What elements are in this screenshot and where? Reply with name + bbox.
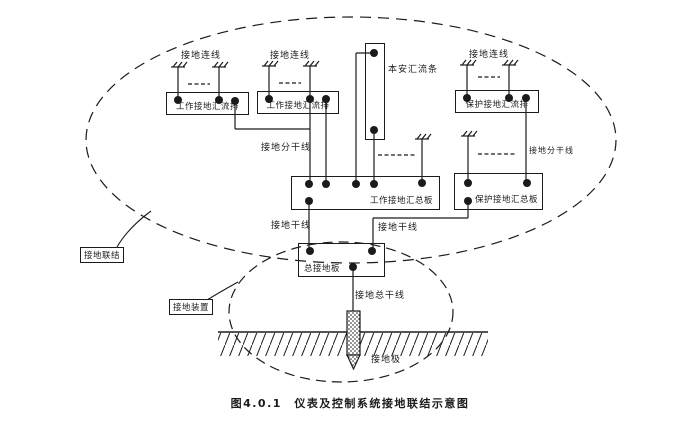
work-grounding-busbar-2: 工作接地汇流排 [257,91,339,114]
terminal-dots [174,49,531,271]
continuation-dashes [188,76,516,156]
bonding-leader-line [116,210,152,248]
main-grounding-board: 总接地板 [298,243,385,277]
branch-trunk-label-left: 接地分干线 [261,143,312,153]
protective-grounding-busbar: 保护接地汇流排 [455,90,539,113]
electrode-label: 接地极 [371,355,402,365]
grounding-device-tag: 接地装置 [169,299,214,315]
intrinsic-safety-busbar-label: 本安汇流条 [388,65,439,75]
ground-connection-wire-label-1: 接地连线 [181,51,222,61]
figure-caption: 图4.0.1 仪表及控制系统接地联结示意图 [230,397,470,410]
device-boundary-ellipse [228,241,454,383]
trunk-label-left: 接地干线 [271,221,312,231]
work-grounding-summary-board-label: 工作接地汇总板 [369,196,433,206]
protective-grounding-summary-board: 保护接地汇总板 [454,173,543,210]
main-trunk-label: 接地总干线 [355,291,406,301]
intrinsic-safety-busbar-box [365,43,385,140]
branch-trunk-label-right: 接地分干线 [529,146,574,155]
work-grounding-summary-board: 工作接地汇总板 [291,176,440,210]
tag-leader-lines [116,210,239,301]
main-grounding-board-label: 总接地板 [304,264,341,274]
ground-connection-wire-label-2: 接地连线 [270,51,311,61]
trunk-label-right: 接地干线 [378,223,419,233]
ground-connection-wire-label-3: 接地连线 [469,50,510,60]
protective-grounding-summary-board-label: 保护接地汇总板 [474,195,538,205]
bonding-boundary-ellipse [85,16,617,264]
ground-electrode-rod [346,310,361,371]
protective-grounding-busbar-label: 保护接地汇流排 [465,100,529,110]
grounding-bonding-tag: 接地联结 [80,247,125,263]
work-grounding-busbar-2-label: 工作接地汇流排 [266,101,330,111]
device-leader-line [206,281,239,301]
work-grounding-busbar-1-label: 工作接地汇流排 [175,102,239,112]
work-grounding-busbar-1: 工作接地汇流排 [166,92,249,115]
